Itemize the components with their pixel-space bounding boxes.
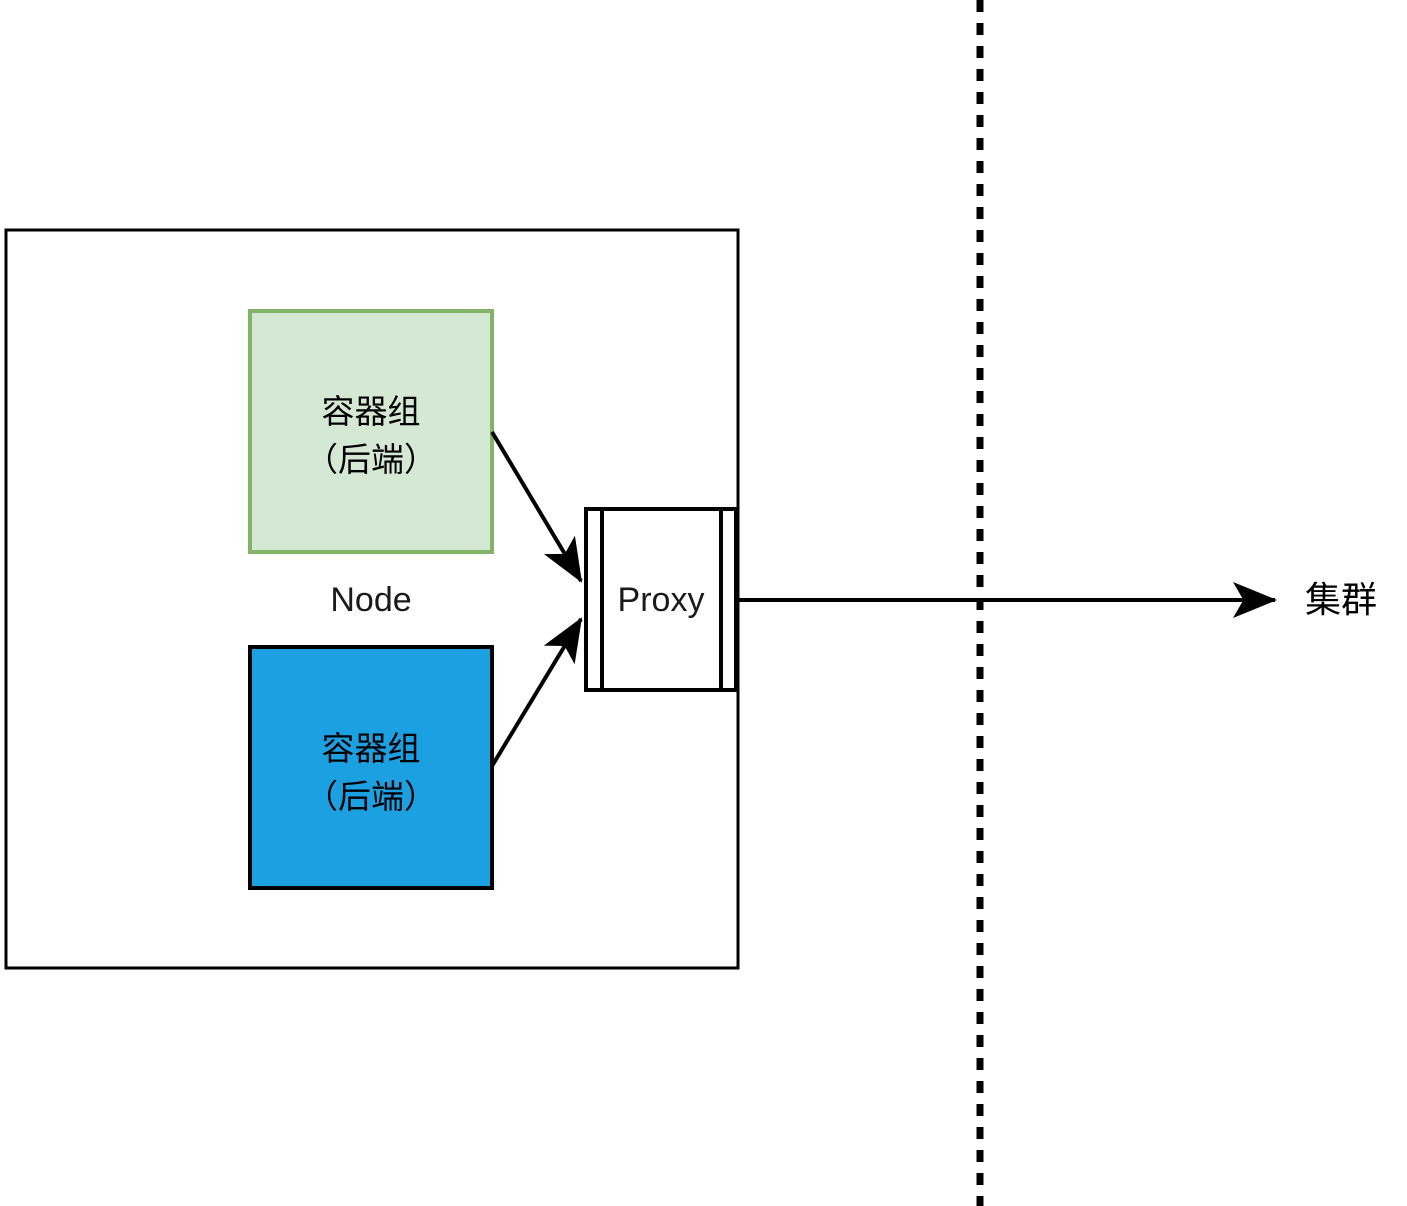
node-container-label: Node bbox=[330, 581, 411, 619]
pod-backend-green-label-line2: （后端） bbox=[305, 440, 437, 479]
cluster-label: 集群 bbox=[1305, 580, 1377, 621]
pod-backend-blue-box[interactable] bbox=[248, 645, 494, 890]
proxy-box[interactable] bbox=[584, 507, 738, 692]
edge-blue-pod-to-proxy bbox=[490, 617, 583, 768]
pod-backend-blue-label-line1: 容器组 bbox=[322, 729, 421, 768]
proxy-label: Proxy bbox=[618, 581, 705, 619]
edge-green-pod-to-proxy bbox=[490, 430, 583, 583]
pod-backend-green-box[interactable] bbox=[248, 309, 494, 554]
pod-backend-green-label-line1: 容器组 bbox=[322, 392, 421, 431]
pod-backend-blue-label-line2: （后端） bbox=[305, 777, 437, 816]
